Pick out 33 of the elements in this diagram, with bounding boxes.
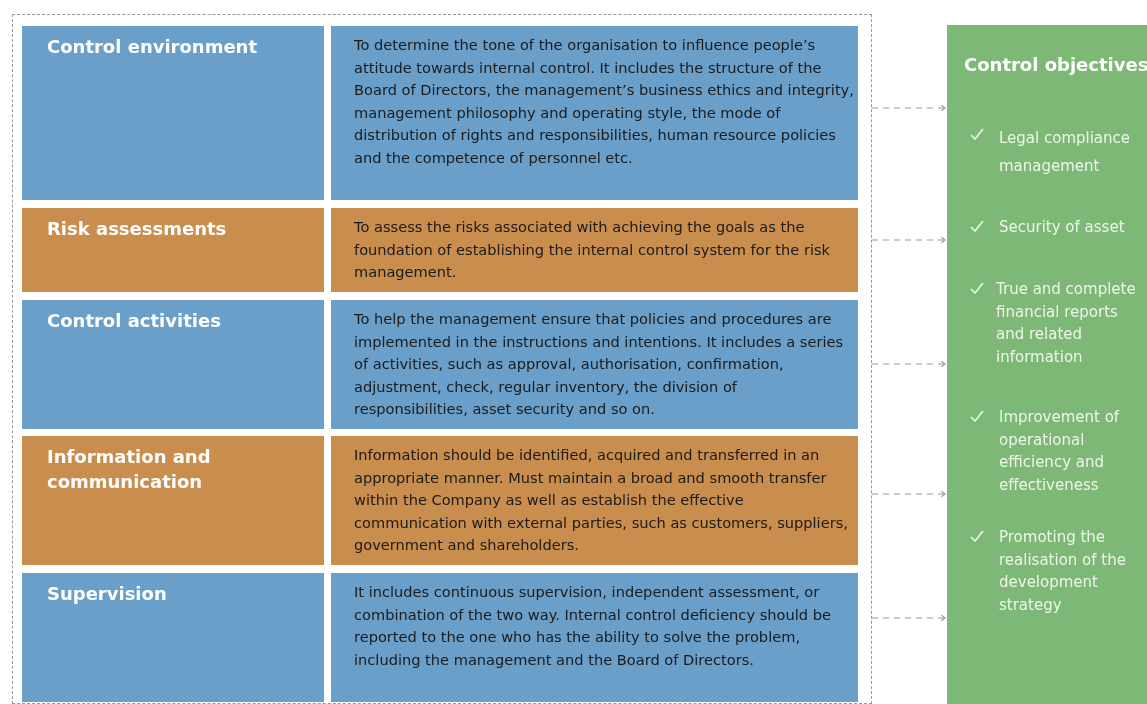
objective-item: Legal compliance management — [999, 128, 1132, 177]
objective-item: Promoting the realisation of the development strategy — [999, 527, 1127, 616]
objective-item: Security of asset — [999, 217, 1126, 238]
description-panel — [331, 208, 858, 292]
description-panel — [331, 436, 858, 565]
dashed-arrow — [871, 614, 947, 622]
component-heading: Control activities — [47, 309, 222, 333]
dashed-arrow — [871, 104, 947, 112]
heading-panel — [22, 573, 324, 702]
objective-item: True and complete financial reports and related information — [996, 279, 1137, 368]
component-heading: Supervision — [47, 582, 168, 606]
component-description: Information should be identified, acquired and transferred in an appropriate manner. Must maintain a broad and smooth transfer within the Company as well as establish the effective communication with external parties, such as customers, suppliers, government and shareholders. — [354, 445, 849, 555]
description-panel — [331, 300, 858, 429]
component-description: To assess the risks associated with achieving the goals as the foundation of establishing the internal control system for the risk management. — [354, 217, 831, 282]
objective-item: Improvement of operational efficiency and effectiveness — [999, 407, 1121, 496]
description-panel — [331, 26, 858, 200]
heading-panel — [22, 26, 324, 200]
component-description: To help the management ensure that policies and procedures are implemented in the instructions and intentions. It includes a series of activities, such as approval, authorisation, confirmation, adjustment, check, regular inventory, the division of responsibilities, asset security and so on. — [354, 309, 844, 419]
component-heading: Risk assessments — [47, 217, 228, 241]
outer-dashed-frame — [12, 14, 872, 704]
dashed-arrow — [871, 236, 947, 244]
panel-title: Control objectives — [964, 54, 1147, 75]
description-panel — [331, 573, 858, 702]
component-heading: Information and communication — [47, 445, 212, 494]
component-description: To determine the tone of the organisation to influence people’s attitude towards internal control. It includes the structure of the Board of Directors, the management’s business ethics and integrity, management philosophy and operating style, the mode of distribution of rights and responsibilities, human resource policies and the competence of personnel etc. — [354, 35, 854, 168]
heading-panel — [22, 300, 324, 429]
dashed-arrow — [871, 490, 947, 498]
heading-panel — [22, 208, 324, 292]
dashed-arrow — [871, 360, 947, 368]
heading-panel — [22, 436, 324, 565]
component-heading: Control environment — [47, 35, 259, 59]
objectives-panel — [947, 25, 1147, 704]
component-description: It includes continuous supervision, independent assessment, or combination of the two way. Internal control deficiency should be reported to the one who has the ability to solve the problem, including the management and the Board of Directors. — [354, 582, 832, 670]
